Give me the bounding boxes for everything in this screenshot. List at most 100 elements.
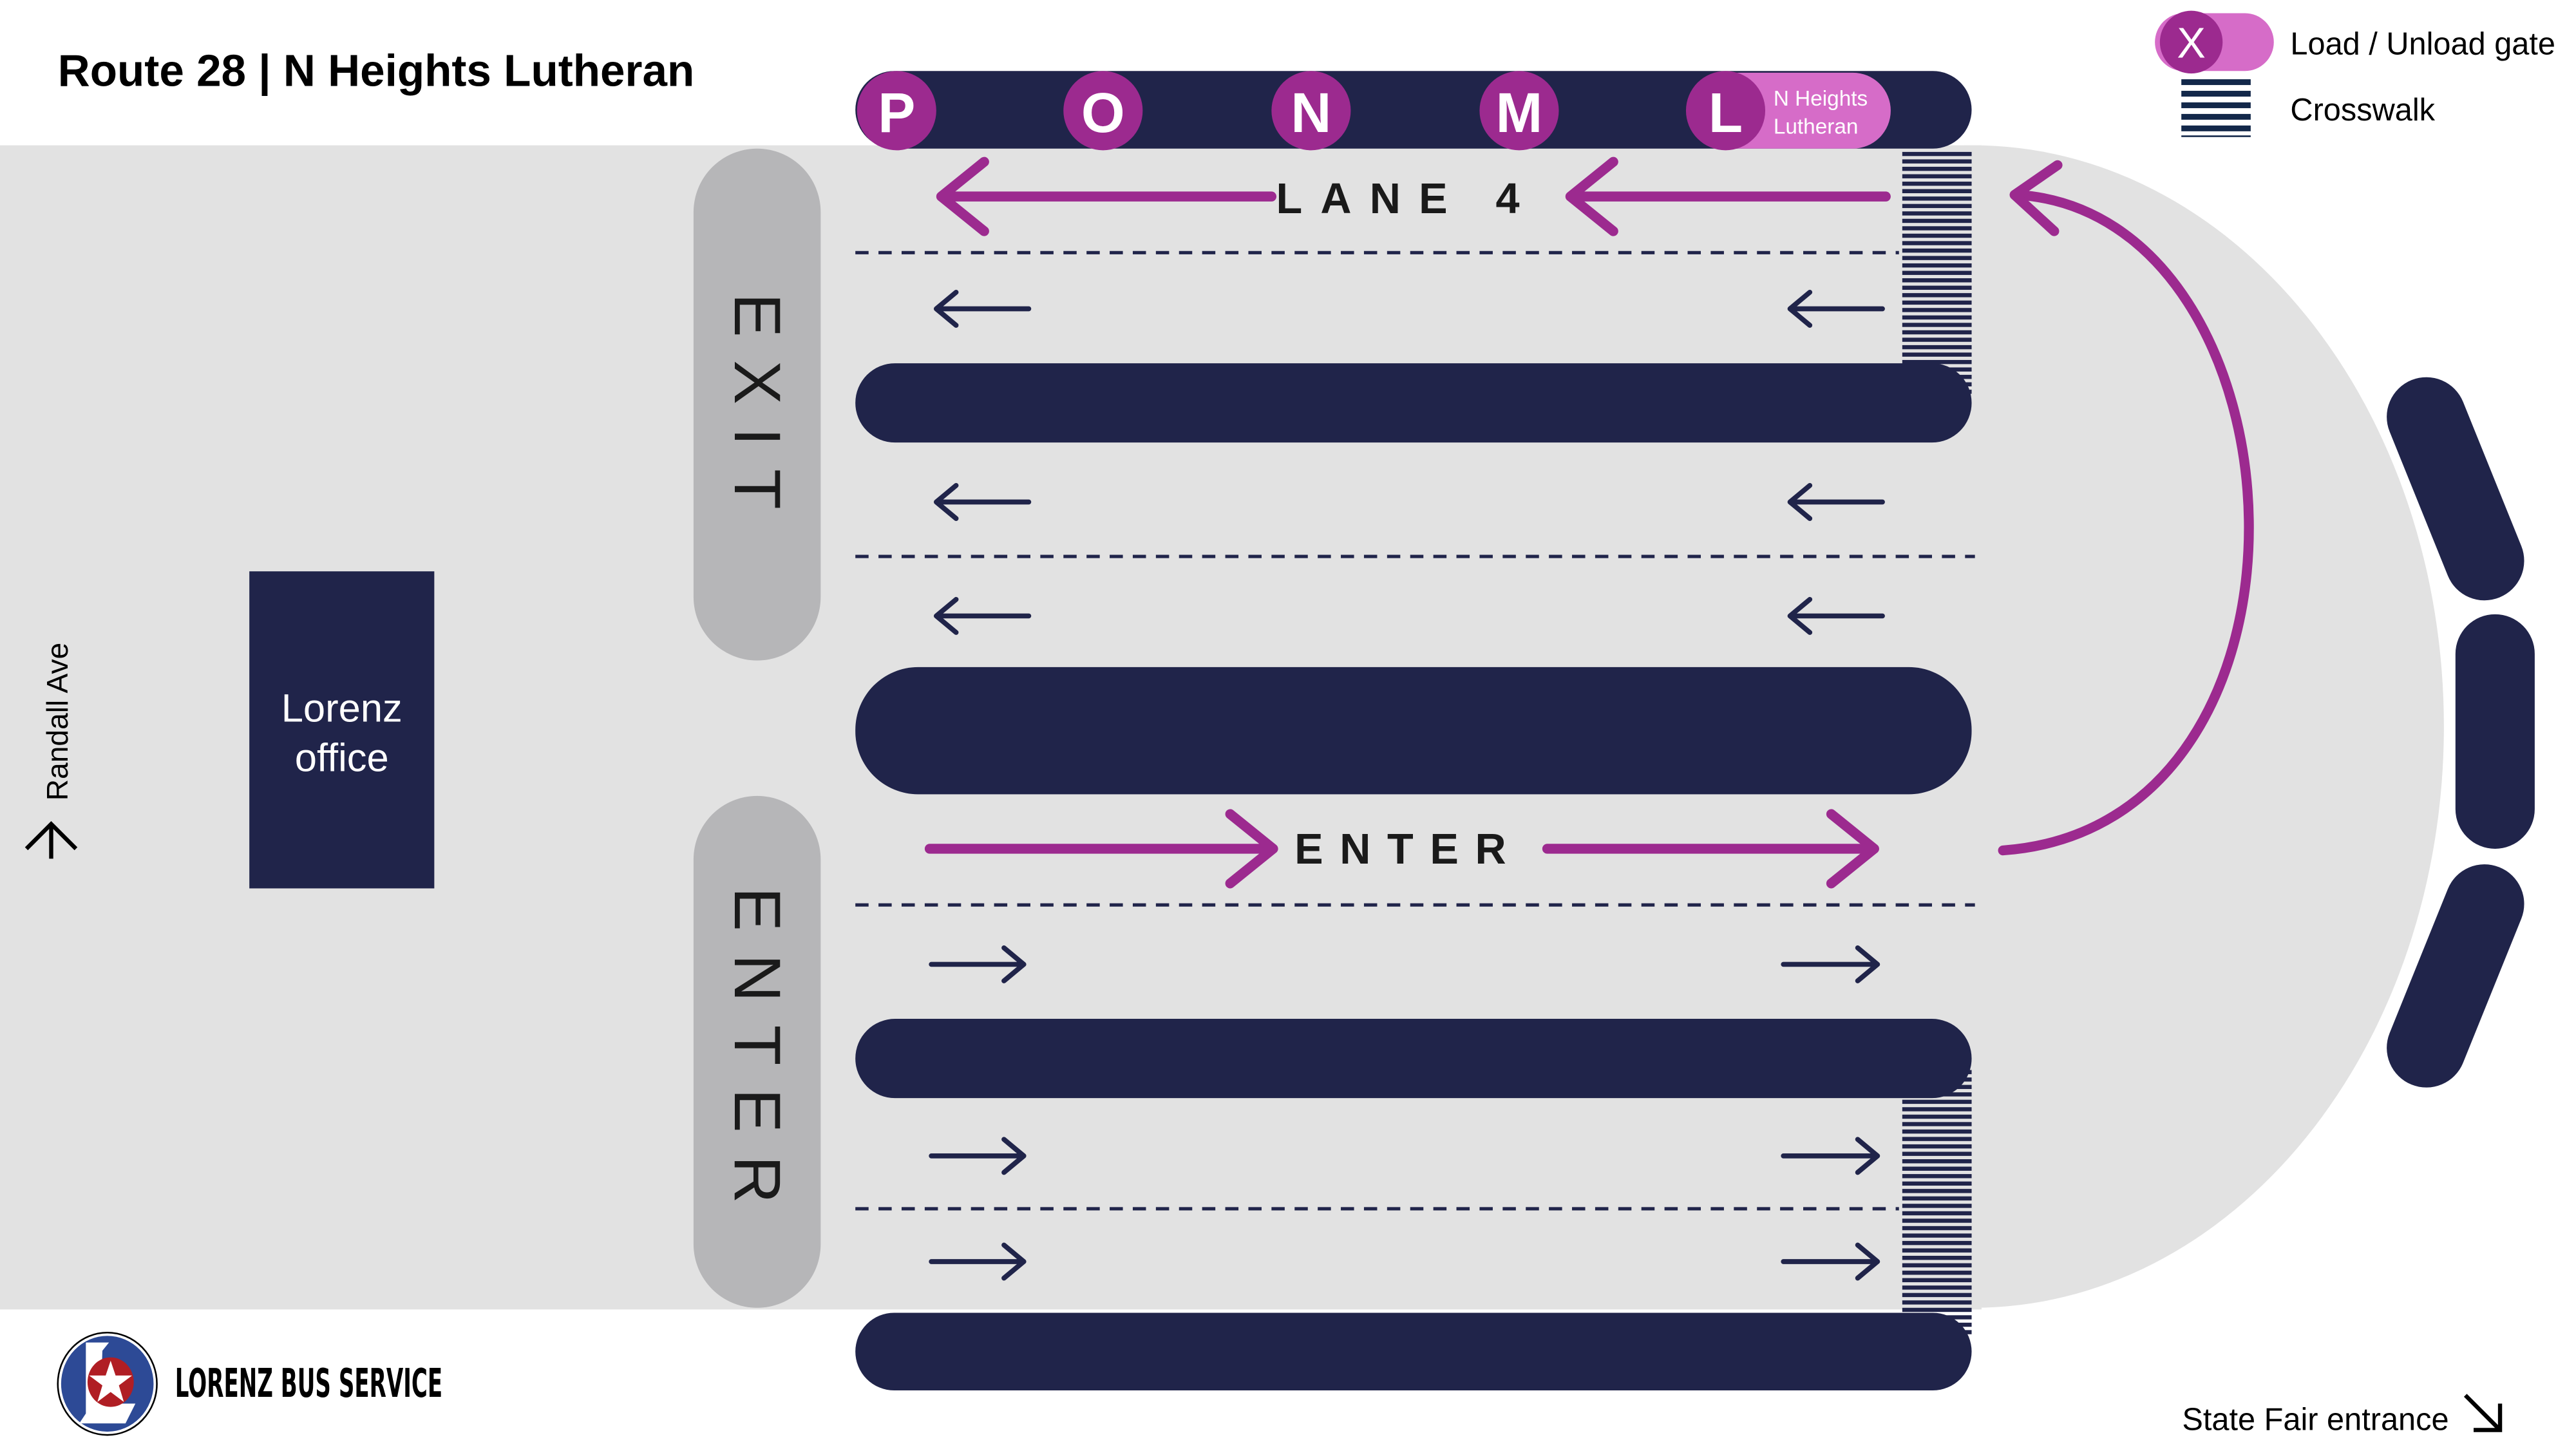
crosswalk-stripe — [1902, 382, 1972, 386]
gate-letter: O — [1081, 82, 1125, 144]
crosswalk-stripe — [1902, 308, 1972, 312]
gate-letter: M — [1496, 82, 1543, 144]
gate-p[interactable]: P — [857, 71, 936, 151]
crosswalk-stripe — [1902, 1092, 1972, 1097]
crosswalk-stripe — [1902, 1233, 1972, 1238]
island-4 — [855, 1019, 1972, 1099]
arrow-right-icon — [929, 1242, 1027, 1281]
arrow-left-icon — [1787, 290, 1885, 328]
crosswalk-bottom — [1902, 1070, 1972, 1334]
lorenz-office — [249, 571, 435, 889]
lane-4-exit-arrows — [936, 156, 1891, 236]
gate-l[interactable]: L — [1685, 71, 1766, 151]
legend-crosswalk-icon — [2181, 79, 2251, 137]
lane-dividers — [855, 251, 1975, 1211]
office-label-line2: office — [295, 735, 389, 780]
arrow-right-icon — [1781, 945, 1880, 983]
crosswalk-stripe — [1902, 241, 1972, 245]
lane-4-label: LANE 4 — [1276, 175, 1537, 223]
gate-m[interactable]: M — [1479, 71, 1559, 151]
street-arrow-icon — [24, 820, 78, 859]
crosswalk-stripe — [1902, 1278, 1972, 1283]
school-name-line1: N Heights — [1774, 87, 1868, 111]
crosswalk-stripe — [1902, 1218, 1972, 1223]
arrow-right-icon — [1781, 1137, 1880, 1175]
logo-text: LORENZ BUS SERVICE — [175, 1360, 442, 1406]
enter-lane-label: ENTER — [1294, 826, 1522, 873]
gate-n[interactable]: N — [1271, 71, 1351, 151]
crosswalk-stripe — [1902, 1174, 1972, 1179]
crosswalk-stripe — [1902, 1307, 1972, 1312]
crosswalk-stripe — [1902, 1151, 1972, 1156]
crosswalk-stripe — [1902, 1181, 1972, 1186]
arrow-left-icon — [934, 596, 1032, 635]
legend-gate-label: Load / Unload gate — [2290, 27, 2555, 62]
crosswalk-stripe — [1902, 278, 1972, 283]
crosswalk-stripe — [1902, 1204, 1972, 1208]
crosswalk-stripe — [1902, 1256, 1972, 1260]
crosswalk-stripe — [1902, 1315, 1972, 1320]
legend: X Load / Unload gate Crosswalk — [2155, 10, 2555, 137]
crosswalk-stripe — [1902, 1300, 1972, 1305]
crosswalk-stripe — [1902, 182, 1972, 186]
crosswalk-stripe — [1902, 337, 1972, 342]
state-fair-arrow-icon — [2463, 1394, 2503, 1432]
crosswalk-stripe — [1902, 1077, 1972, 1082]
crosswalk-stripe — [1902, 1211, 1972, 1216]
crosswalk-stripe — [1902, 196, 1972, 201]
crosswalk-stripe — [1902, 1166, 1972, 1171]
crosswalk-stripe — [1902, 1137, 1972, 1141]
crosswalk-stripe — [1902, 226, 1972, 231]
crosswalk-stripe — [1902, 211, 1972, 216]
crosswalk-stripe — [1902, 1263, 1972, 1267]
gate-letter: N — [1291, 82, 1331, 144]
island-2 — [855, 363, 1972, 443]
enter-label: ENTER — [721, 887, 795, 1227]
enter-pill — [693, 795, 821, 1308]
crosswalk-stripe — [1902, 204, 1972, 209]
crosswalk-stripe — [1902, 1107, 1972, 1112]
crosswalk-stripe — [1902, 1084, 1972, 1090]
arrow-right-icon — [1781, 1242, 1880, 1281]
crosswalk-stripe — [1902, 293, 1972, 298]
crosswalk-stripe — [1902, 1070, 1972, 1074]
crosswalk-stripe — [1902, 1240, 1972, 1245]
legend-crosswalk-label: Crosswalk — [2290, 93, 2435, 128]
arrow-right-icon — [929, 945, 1027, 983]
crosswalk-stripe — [1902, 1226, 1972, 1231]
arrow-left-icon — [1787, 596, 1885, 635]
exit-label: EXIT — [721, 293, 795, 533]
state-fair-label: State Fair entrance — [2182, 1403, 2448, 1437]
crosswalk-stripe — [1902, 1248, 1972, 1253]
crosswalk-stripe — [1902, 270, 1972, 275]
gate-letter: L — [1709, 82, 1743, 144]
office-label-line1: Lorenz — [281, 687, 402, 731]
crosswalk-stripe — [1902, 330, 1972, 335]
bus-bays-right — [2387, 377, 2535, 1088]
arrow-left-icon — [934, 290, 1032, 328]
crosswalk-stripe — [1902, 1144, 1972, 1149]
crosswalk-stripe — [1902, 1293, 1972, 1298]
gate-o[interactable]: O — [1063, 71, 1143, 151]
legend-gate-symbol: X — [2177, 20, 2205, 68]
crosswalk-stripe — [1902, 1330, 1972, 1334]
crosswalk-stripe — [1902, 263, 1972, 268]
crosswalk-stripe — [1902, 359, 1972, 365]
lorenz-logo — [57, 1331, 158, 1436]
crosswalk-stripe — [1902, 1271, 1972, 1275]
crosswalk-stripe — [1902, 315, 1972, 320]
crosswalk-stripe — [1902, 256, 1972, 260]
gate-letter: P — [878, 82, 915, 144]
crosswalk-stripe — [1902, 189, 1972, 193]
arrow-left-icon — [934, 483, 1032, 521]
crosswalk-stripe — [1902, 1285, 1972, 1290]
crosswalk-stripe — [1902, 1122, 1972, 1126]
crosswalk-stripe — [1902, 233, 1972, 238]
crosswalk-stripe — [1902, 1129, 1972, 1134]
arrow-left-icon — [1787, 483, 1885, 521]
crosswalk-stripe — [1902, 1322, 1972, 1327]
crosswalk-top — [1902, 151, 1972, 394]
page-title: Route 28 | N Heights Lutheran — [58, 45, 695, 96]
